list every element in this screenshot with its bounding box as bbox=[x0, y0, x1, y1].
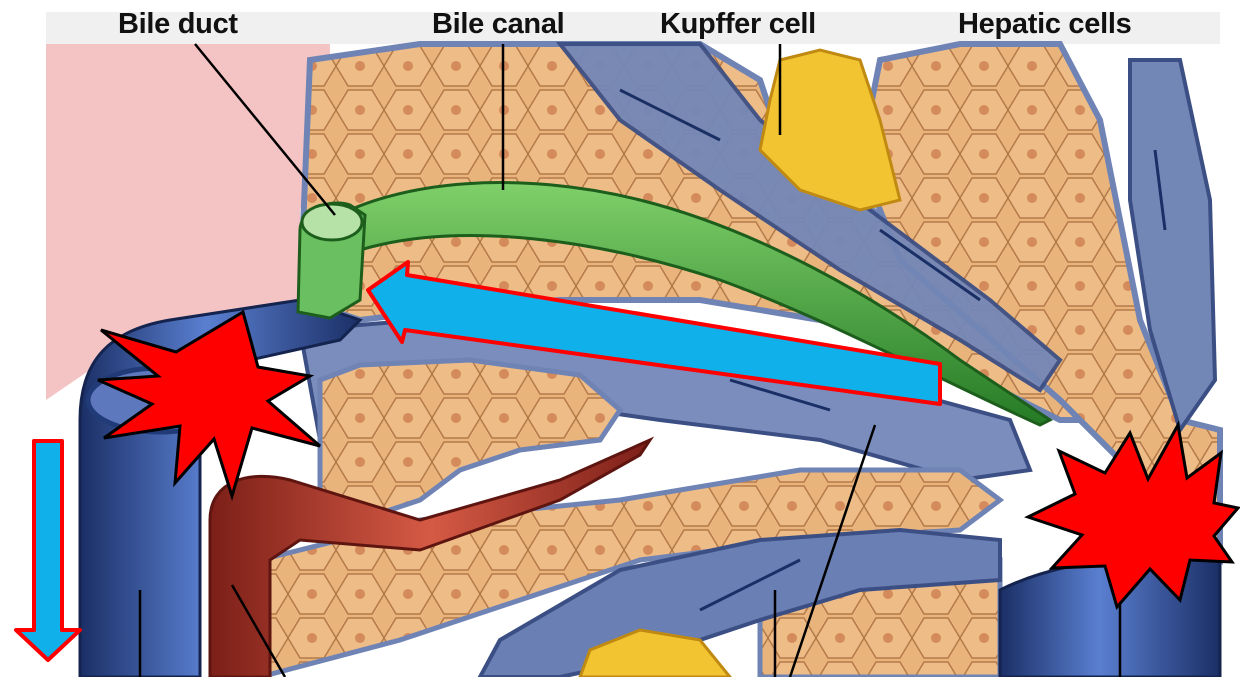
label-kupffer-cell: Kupffer cell bbox=[660, 8, 816, 41]
label-bile-duct: Bile duct bbox=[118, 8, 238, 41]
label-hepatic-cells: Hepatic cells bbox=[958, 8, 1131, 41]
hepatic-cell-mass-middle bbox=[320, 360, 620, 520]
label-bile-canal: Bile canal bbox=[432, 8, 564, 41]
flow-arrow-down bbox=[16, 441, 80, 660]
